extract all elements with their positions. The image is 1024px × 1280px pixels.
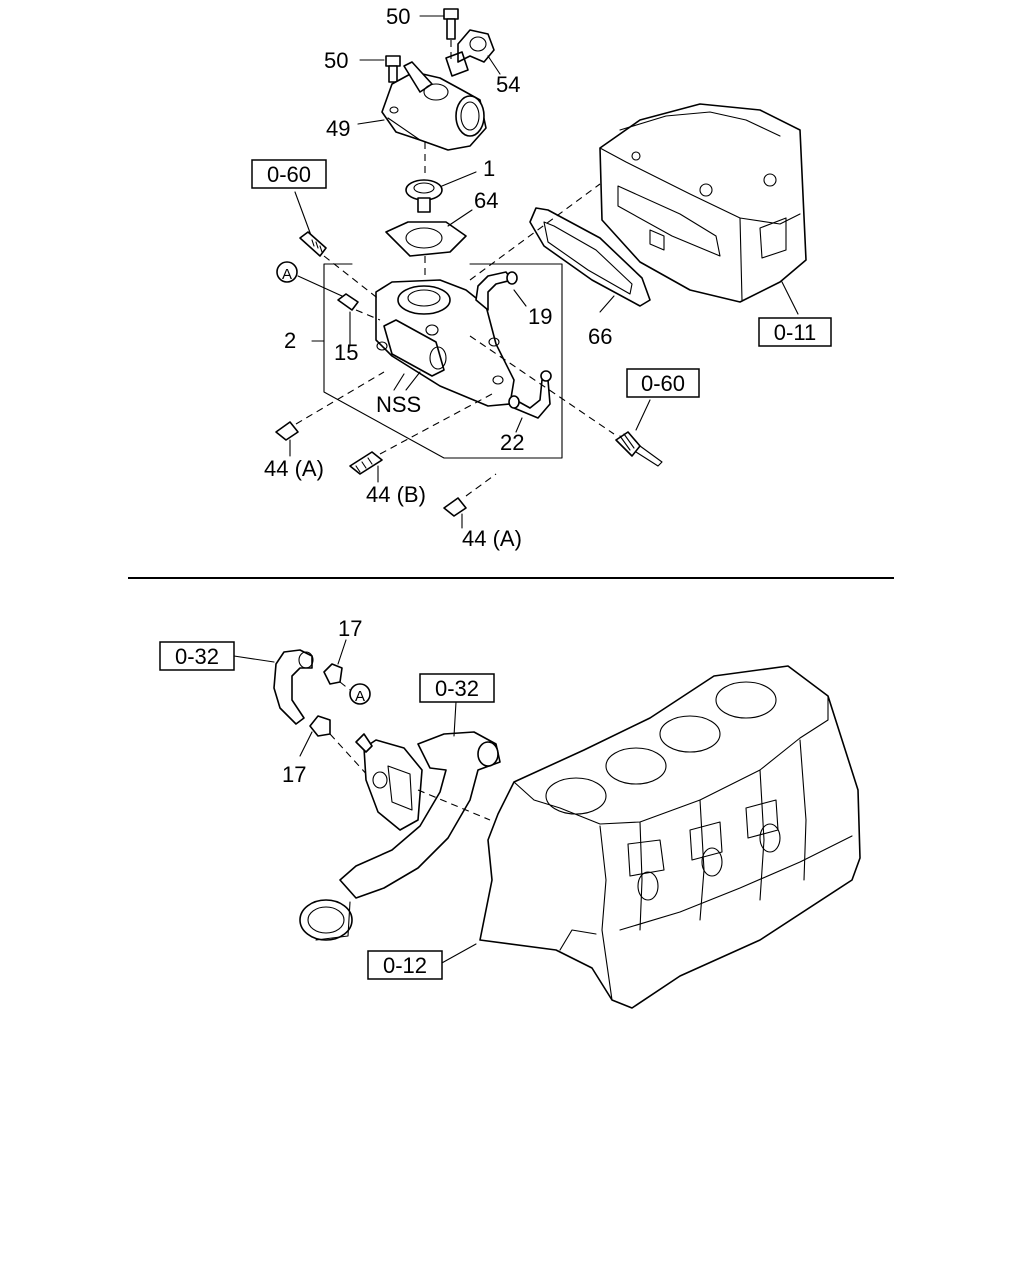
label-22: 22: [500, 430, 524, 455]
bolt-50-left: [359, 55, 401, 83]
sensor-top: [294, 191, 381, 301]
lower-assembly: A: [159, 616, 861, 1009]
bracket-54: [445, 29, 501, 77]
ref-box-032-mid: 0-32: [419, 673, 495, 703]
bolt-50-top: [419, 8, 459, 60]
hose-left: [233, 649, 314, 725]
ref-box-011: 0-11: [758, 317, 832, 347]
ref-011-label: 0-11: [774, 320, 816, 345]
label-44a-bottom: 44 (A): [462, 526, 522, 551]
thermostat-case-2: [375, 279, 515, 407]
label-54: 54: [496, 72, 520, 97]
clip-17-left: [299, 715, 371, 779]
label-44a-left: 44 (A): [264, 456, 324, 481]
label-1: 1: [483, 156, 495, 181]
label-50-top: 50: [386, 4, 410, 29]
thermostat-housing-49: [357, 61, 487, 151]
gasket-66: [529, 207, 651, 313]
label-17-left: 17: [282, 762, 306, 787]
ref-060-right-label: 0-60: [641, 371, 685, 396]
label-64: 64: [474, 188, 498, 213]
label-49: 49: [326, 116, 350, 141]
gasket-64: [385, 209, 473, 286]
nss-leader: [393, 373, 405, 391]
label-15: 15: [334, 340, 358, 365]
bolt-44a-left: [275, 371, 385, 457]
ref-032-left-label: 0-32: [175, 644, 219, 669]
pipe-19: [475, 271, 527, 311]
label-66: 66: [588, 324, 612, 349]
ref-box-012: 0-12: [367, 950, 443, 980]
sensor-right: [469, 335, 663, 467]
water-pipe: [299, 701, 501, 941]
cylinder-block: [439, 665, 861, 1009]
upper-assembly: A 50 50 54 49 1 64 19 66 2 15 NSS 22 44 …: [251, 4, 832, 551]
label-50-left: 50: [324, 48, 348, 73]
ref-box-060-right: 0-60: [626, 368, 700, 398]
thermostat-1: [405, 142, 477, 213]
label-2: 2: [284, 328, 296, 353]
plug-15: [297, 275, 381, 347]
label-nss: NSS: [376, 392, 421, 417]
marker-a-top-label: A: [282, 266, 292, 283]
marker-a-bottom: A: [349, 683, 371, 705]
cylinder-head: [469, 103, 807, 315]
pipe-22: [508, 370, 552, 433]
clip-17-top: [323, 639, 351, 691]
ref-box-032-left: 0-32: [159, 641, 235, 671]
label-44b: 44 (B): [366, 482, 426, 507]
ref-032-mid-label: 0-32: [435, 676, 479, 701]
label-19: 19: [528, 304, 552, 329]
bolt-44b: [349, 393, 493, 483]
label-17-top: 17: [338, 616, 362, 641]
bolt-44a-bottom: [443, 473, 497, 529]
ref-060-top-label: 0-60: [267, 162, 311, 187]
ref-box-060-top: 0-60: [251, 159, 327, 189]
marker-a-bottom-label: A: [355, 688, 365, 705]
ref-012-label: 0-12: [383, 953, 427, 978]
marker-a-top: A: [276, 261, 298, 283]
assembly-2-outline: [311, 263, 563, 459]
